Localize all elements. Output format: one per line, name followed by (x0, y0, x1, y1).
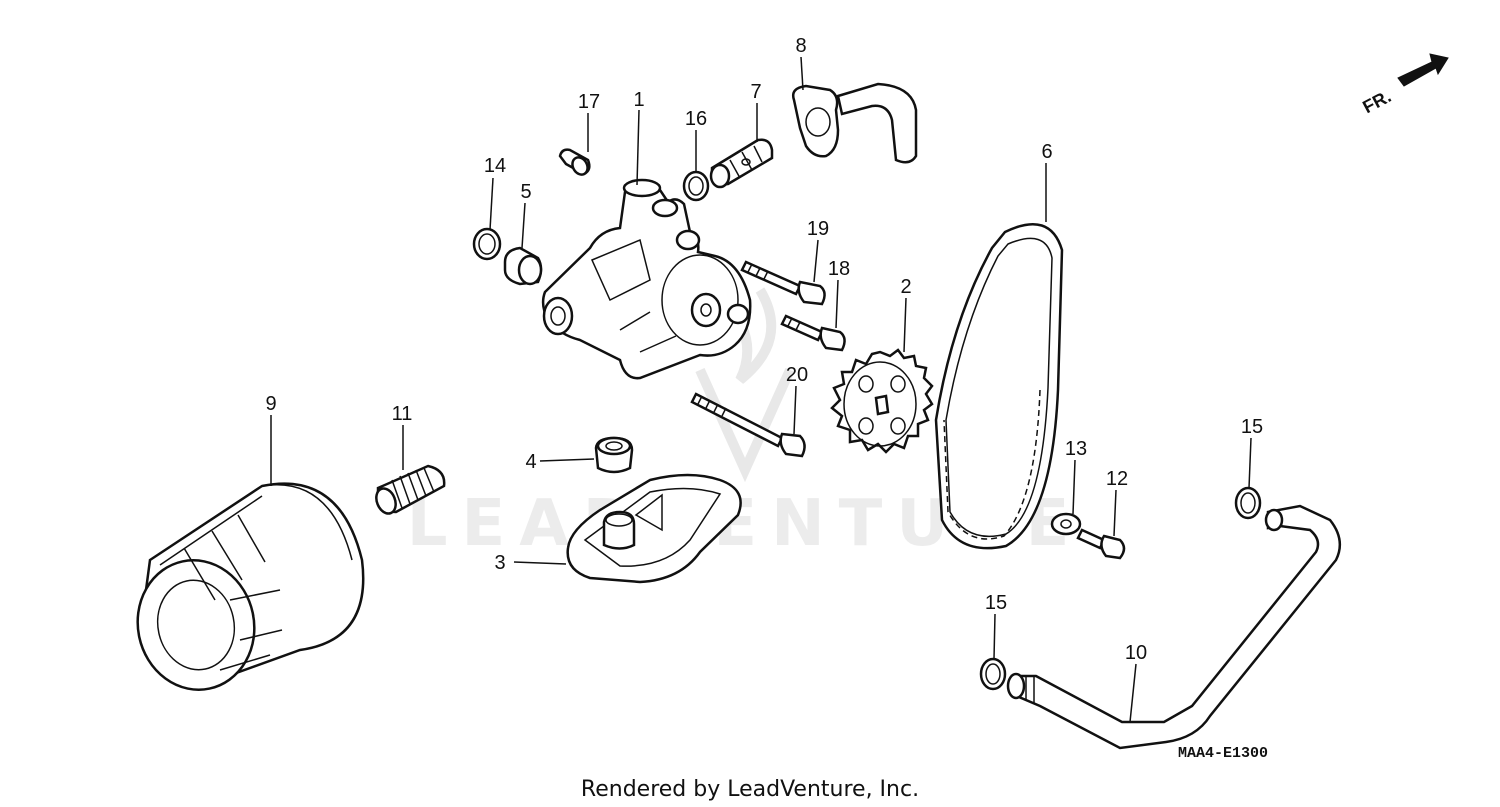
leader-2 (903, 297, 907, 353)
leader-15-lower (993, 613, 996, 660)
part-o-ring-14[interactable] (472, 227, 502, 261)
callout-3: 3 (494, 552, 505, 574)
part-drive-chain[interactable] (934, 223, 1064, 550)
leader-4 (539, 458, 595, 462)
leader-10 (1129, 663, 1137, 723)
callout-19: 19 (807, 218, 829, 240)
part-washer[interactable] (1050, 512, 1082, 536)
part-bolt-19[interactable] (740, 260, 826, 306)
callout-7: 7 (750, 81, 761, 103)
part-o-ring-15-upper[interactable] (1234, 486, 1262, 520)
part-bolt-20[interactable] (690, 392, 806, 458)
part-oil-pipe[interactable] (1006, 504, 1342, 750)
callout-6: 6 (1041, 141, 1052, 163)
leader-18 (835, 279, 839, 329)
part-bolt-12[interactable] (1076, 528, 1126, 560)
callout-15-lower: 15 (985, 592, 1007, 614)
leader-19 (813, 239, 819, 283)
callout-4: 4 (525, 451, 536, 473)
callout-12: 12 (1106, 468, 1128, 490)
part-oil-strainer[interactable] (566, 473, 742, 584)
callout-9: 9 (265, 393, 276, 415)
part-bolt-18[interactable] (780, 314, 846, 352)
leader-8 (800, 56, 804, 91)
part-oil-pump-assembly[interactable] (541, 178, 752, 380)
callout-18: 18 (828, 258, 850, 280)
part-threaded-joint[interactable] (373, 464, 446, 516)
part-pump-sprocket[interactable] (830, 348, 934, 454)
leader-15-upper (1248, 437, 1252, 489)
leader-1 (636, 109, 640, 186)
part-relief-valve[interactable] (709, 138, 774, 189)
leader-13 (1072, 459, 1076, 515)
callout-2: 2 (900, 276, 911, 298)
callout-13: 13 (1065, 438, 1087, 460)
leader-3 (513, 561, 567, 565)
part-collar[interactable] (503, 246, 543, 286)
callout-1: 1 (633, 89, 644, 111)
leader-5 (521, 202, 526, 249)
callout-15-upper: 15 (1241, 416, 1263, 438)
part-seal[interactable] (594, 436, 634, 474)
front-label: FR. (1359, 86, 1394, 117)
part-o-ring-15-lower[interactable] (979, 657, 1007, 691)
callout-14: 14 (484, 155, 506, 177)
callout-16: 16 (685, 108, 707, 130)
callout-20: 20 (786, 364, 808, 386)
footer-credit: Rendered by LeadVenture, Inc. (581, 777, 919, 802)
part-dowel-pin[interactable] (558, 148, 591, 178)
callout-11: 11 (392, 403, 413, 425)
leader-14 (489, 177, 494, 231)
callout-8: 8 (795, 35, 806, 57)
leader-12 (1113, 489, 1117, 537)
callout-5: 5 (520, 181, 531, 203)
leader-20 (793, 385, 797, 435)
part-oil-filter[interactable] (126, 482, 365, 701)
callout-17: 17 (578, 91, 600, 113)
part-oil-pipe-elbow[interactable] (792, 82, 918, 164)
front-direction-arrow-icon: FR. (1359, 53, 1449, 117)
part-o-ring-16[interactable] (682, 170, 710, 202)
callout-10: 10 (1125, 642, 1147, 664)
diagram-code: MAA4-E1300 (1178, 745, 1268, 762)
